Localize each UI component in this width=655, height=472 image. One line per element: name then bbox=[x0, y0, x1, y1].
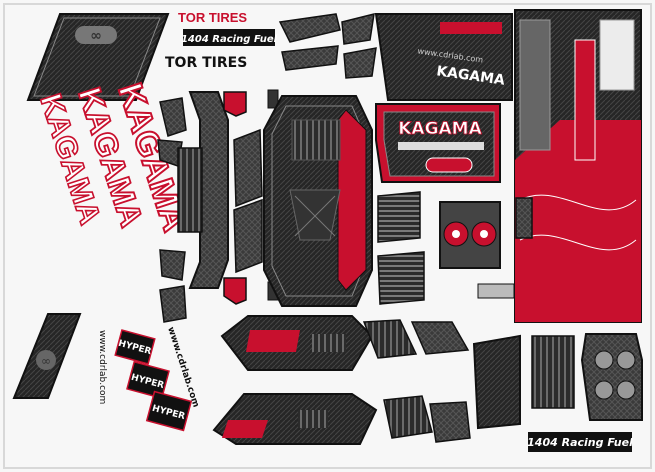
roof-stripe-panel: KAGAMA www.cdrlab.com bbox=[374, 13, 513, 101]
mesh-vent-upper bbox=[377, 191, 421, 243]
kagama-door-panel: KAGAMA bbox=[375, 103, 501, 183]
chevron-decal-3 bbox=[341, 12, 375, 45]
red-tab-top bbox=[223, 91, 247, 117]
gauge-cluster-decal bbox=[580, 333, 643, 421]
vent-r3 bbox=[383, 395, 433, 439]
side-decal-4 bbox=[159, 285, 187, 323]
small-tab-1 bbox=[267, 89, 279, 109]
rear-panel-2 bbox=[531, 335, 575, 409]
racing-fuel-badge-top: 1404 Racing Fuel bbox=[181, 34, 278, 45]
small-side-vent bbox=[515, 197, 533, 239]
racing-fuel-badge-bg bbox=[183, 29, 275, 46]
chevron-decal-2 bbox=[281, 45, 339, 71]
fan-panel bbox=[439, 201, 515, 299]
vent-r1 bbox=[362, 319, 418, 359]
rear-panel-1 bbox=[472, 334, 521, 430]
bottom-left-banner-decal: ∞ bbox=[12, 313, 82, 399]
vent-r4 bbox=[429, 401, 471, 443]
svg-text:∞: ∞ bbox=[41, 354, 51, 368]
front-bumper-decal bbox=[177, 91, 229, 289]
top-left-banner-decal: ∞ bbox=[26, 13, 170, 101]
vent-r2 bbox=[410, 321, 470, 355]
racing-fuel-badge-bottom-bg bbox=[528, 432, 632, 452]
side-decal-3 bbox=[159, 249, 186, 281]
infinity-logo-icon bbox=[75, 26, 117, 44]
left-vent-upper bbox=[233, 128, 263, 208]
red-tab-bottom bbox=[223, 277, 247, 305]
side-decal-1 bbox=[159, 97, 187, 137]
tor-tires-logo-mid: TOR TIRES bbox=[165, 55, 247, 71]
chevron-decal-4 bbox=[343, 47, 377, 79]
sheet-border bbox=[3, 3, 652, 469]
chevron-decal-1 bbox=[278, 13, 341, 43]
mesh-vent-lower bbox=[377, 251, 425, 305]
svg-text:∞: ∞ bbox=[90, 28, 102, 44]
tor-tires-logo-top: TOR TIRES bbox=[178, 10, 247, 25]
racing-fuel-badge-bottom: 1404 Racing Fuel bbox=[527, 436, 633, 449]
hyper-badge-1: HYPER bbox=[114, 329, 156, 365]
hood-main-decal bbox=[263, 95, 373, 307]
hyper-badge-3: HYPER bbox=[145, 390, 193, 432]
left-vent-lower bbox=[233, 198, 263, 274]
lower-scoop-upper bbox=[220, 315, 374, 371]
hyper-badge-2: HYPER bbox=[126, 360, 170, 400]
side-panel-right bbox=[514, 9, 642, 323]
kagama-door-text: KAGAMA bbox=[398, 119, 482, 139]
url-vertical: www.cdrlab.com bbox=[97, 330, 107, 404]
lower-scoop-lower bbox=[212, 393, 378, 445]
